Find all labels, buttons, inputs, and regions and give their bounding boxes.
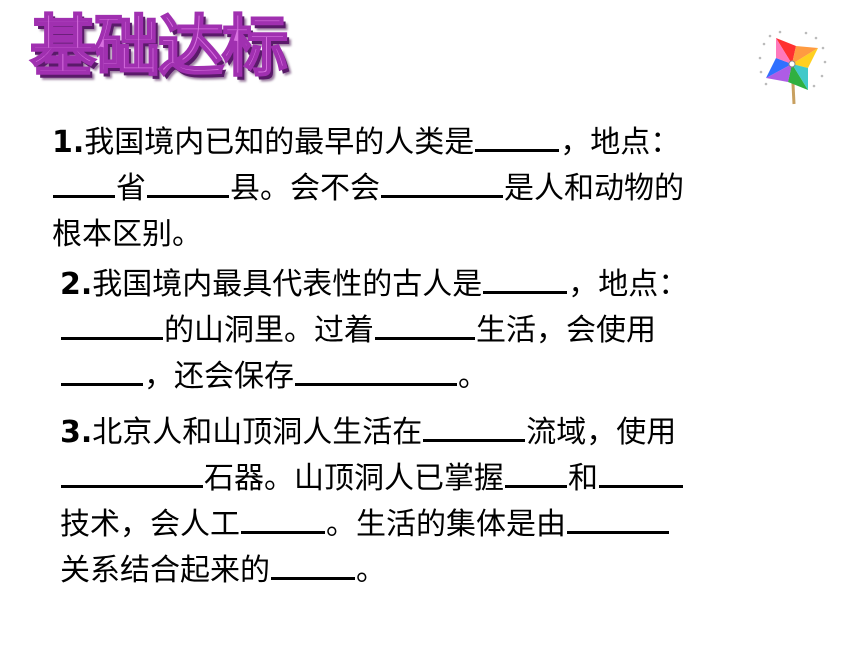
question-3: 3.北京人和山顶洞人生活在流域，使用 石器。山顶洞人已掌握和 技术，会人工。生活… xyxy=(60,410,830,594)
answer-blank[interactable] xyxy=(241,507,325,534)
question-number: 1. xyxy=(52,125,85,160)
question-number: 3. xyxy=(60,415,93,450)
answer-blank[interactable] xyxy=(599,461,683,488)
answer-blank[interactable] xyxy=(567,507,669,534)
answer-blank[interactable] xyxy=(505,461,567,488)
question-2: 2.我国境内最具代表性的古人是，地点： 的山洞里。过着生活，会使用 ，还会保存。 xyxy=(60,267,689,394)
answer-blank[interactable] xyxy=(61,461,203,488)
question-number: 2. xyxy=(60,267,93,302)
answer-blank[interactable] xyxy=(61,313,163,340)
answer-blank[interactable] xyxy=(475,125,560,152)
slide-title: 基础达标 xyxy=(29,8,289,85)
answer-blank[interactable] xyxy=(483,267,568,294)
answer-blank[interactable] xyxy=(295,359,457,386)
answer-blank[interactable] xyxy=(61,359,143,386)
answer-blank[interactable] xyxy=(375,313,475,340)
answer-blank[interactable] xyxy=(53,171,115,198)
answer-blank[interactable] xyxy=(423,415,526,442)
pinwheel-icon xyxy=(758,30,827,105)
answer-blank[interactable] xyxy=(147,171,229,198)
question-1: 1.我国境内已知的最早的人类是，地点： 省县。会不会是人和动物的 根本区别。 xyxy=(52,125,684,252)
answer-blank[interactable] xyxy=(381,171,503,198)
answer-blank[interactable] xyxy=(271,553,355,580)
